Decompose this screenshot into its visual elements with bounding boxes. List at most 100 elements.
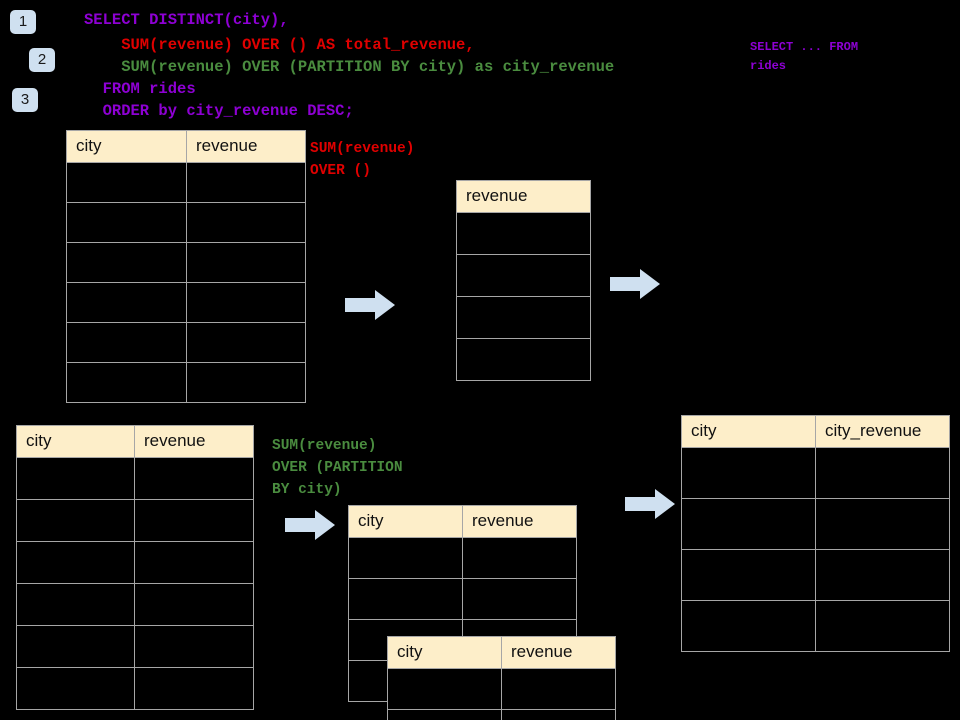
cell-revenue (186, 242, 306, 283)
sql-line-order-by: ORDER by city_revenue DESC; (84, 102, 354, 120)
annotation-sum-over-empty: SUM(revenue) OVER () (310, 141, 415, 179)
column-header-revenue: revenue (186, 130, 306, 163)
table-row (16, 499, 254, 542)
column-header-city: city (387, 636, 502, 669)
table-row (387, 709, 616, 720)
table-rides-source-bottom: city revenue (16, 425, 254, 710)
table-row (456, 212, 591, 255)
table-header-row: city revenue (16, 425, 254, 458)
cell-revenue (186, 322, 306, 363)
column-header-revenue: revenue (462, 505, 577, 538)
table-rides-source-top: city revenue (66, 130, 306, 403)
cell-city-revenue (815, 447, 950, 499)
table-row (681, 498, 950, 550)
column-header-city: city (16, 425, 135, 458)
column-header-revenue: revenue (134, 425, 254, 458)
table-row (681, 600, 950, 652)
cell-revenue (462, 578, 577, 620)
table-row (348, 537, 577, 579)
cell-city (681, 447, 816, 499)
cell-city (681, 600, 816, 652)
table-header-row: city revenue (387, 636, 616, 669)
table-row (456, 254, 591, 297)
arrow-total-to-final-top (610, 268, 660, 300)
table-row (66, 322, 306, 363)
table-row (66, 362, 306, 403)
table-row (16, 583, 254, 626)
table-row (66, 242, 306, 283)
table-row (456, 296, 591, 339)
cell-revenue (456, 212, 591, 255)
table-header-row: city city_revenue (681, 415, 950, 448)
column-header-city: city (348, 505, 463, 538)
cell-city (16, 583, 135, 626)
sql-line-from: FROM rides (84, 80, 196, 98)
cell-city (66, 322, 187, 363)
table-row (66, 282, 306, 323)
cell-city (681, 498, 816, 550)
cell-city (66, 242, 187, 283)
cell-revenue (134, 667, 254, 710)
table-row (16, 625, 254, 668)
cell-city (16, 457, 135, 500)
table-row (348, 578, 577, 620)
cell-city (16, 625, 135, 668)
sql-line-select: SELECT DISTINCT(city), (84, 11, 289, 29)
table-body (387, 668, 616, 720)
table-row (66, 162, 306, 203)
side-note-select-from-rides: SELECT ... FROM rides (750, 40, 859, 73)
table-header-row: city revenue (348, 505, 577, 538)
table-row (16, 541, 254, 584)
cell-city (348, 537, 463, 579)
table-city-revenue-result: city city_revenue (681, 415, 950, 652)
table-header-row: revenue (456, 180, 591, 213)
cell-revenue (134, 625, 254, 668)
arrow-partition-to-final (625, 488, 675, 520)
column-header-revenue: revenue (501, 636, 616, 669)
cell-revenue (186, 362, 306, 403)
table-total-revenue-result: revenue (456, 180, 591, 381)
annotation-sum-over-partition: SUM(revenue) OVER (PARTITION BY city) (272, 438, 403, 498)
cell-city-revenue (815, 600, 950, 652)
table-partition-group-b: city revenue (387, 636, 616, 720)
table-header-row: city revenue (66, 130, 306, 163)
cell-city (66, 282, 187, 323)
cell-city (66, 362, 187, 403)
arrow-source-to-partition (285, 509, 335, 541)
step-badge-3: 3 (12, 88, 38, 112)
column-header-city: city (681, 415, 816, 448)
sql-line-total-revenue: SUM(revenue) OVER () AS total_revenue, (84, 36, 475, 54)
table-row (387, 668, 616, 710)
cell-city (16, 499, 135, 542)
cell-revenue (134, 541, 254, 584)
cell-revenue (134, 499, 254, 542)
cell-revenue (462, 537, 577, 579)
cell-revenue (134, 583, 254, 626)
table-body (681, 447, 950, 652)
column-header-city: city (66, 130, 187, 163)
cell-revenue (186, 162, 306, 203)
table-body (66, 162, 306, 403)
cell-city-revenue (815, 549, 950, 601)
cell-revenue (456, 296, 591, 339)
step-badge-2: 2 (29, 48, 55, 72)
cell-city (66, 162, 187, 203)
cell-city (387, 668, 502, 710)
sql-line-city-revenue: SUM(revenue) OVER (PARTITION BY city) as… (84, 58, 615, 76)
cell-city-revenue (815, 498, 950, 550)
table-body (456, 212, 591, 381)
table-row (681, 447, 950, 499)
table-row (16, 667, 254, 710)
column-header-city-revenue: city_revenue (815, 415, 950, 448)
cell-city (348, 578, 463, 620)
column-header-revenue: revenue (456, 180, 591, 213)
cell-city (16, 541, 135, 584)
cell-revenue (501, 709, 616, 720)
table-row (681, 549, 950, 601)
step-badge-1: 1 (10, 10, 36, 34)
cell-revenue (501, 668, 616, 710)
cell-revenue (456, 338, 591, 381)
table-row (16, 457, 254, 500)
cell-city (681, 549, 816, 601)
